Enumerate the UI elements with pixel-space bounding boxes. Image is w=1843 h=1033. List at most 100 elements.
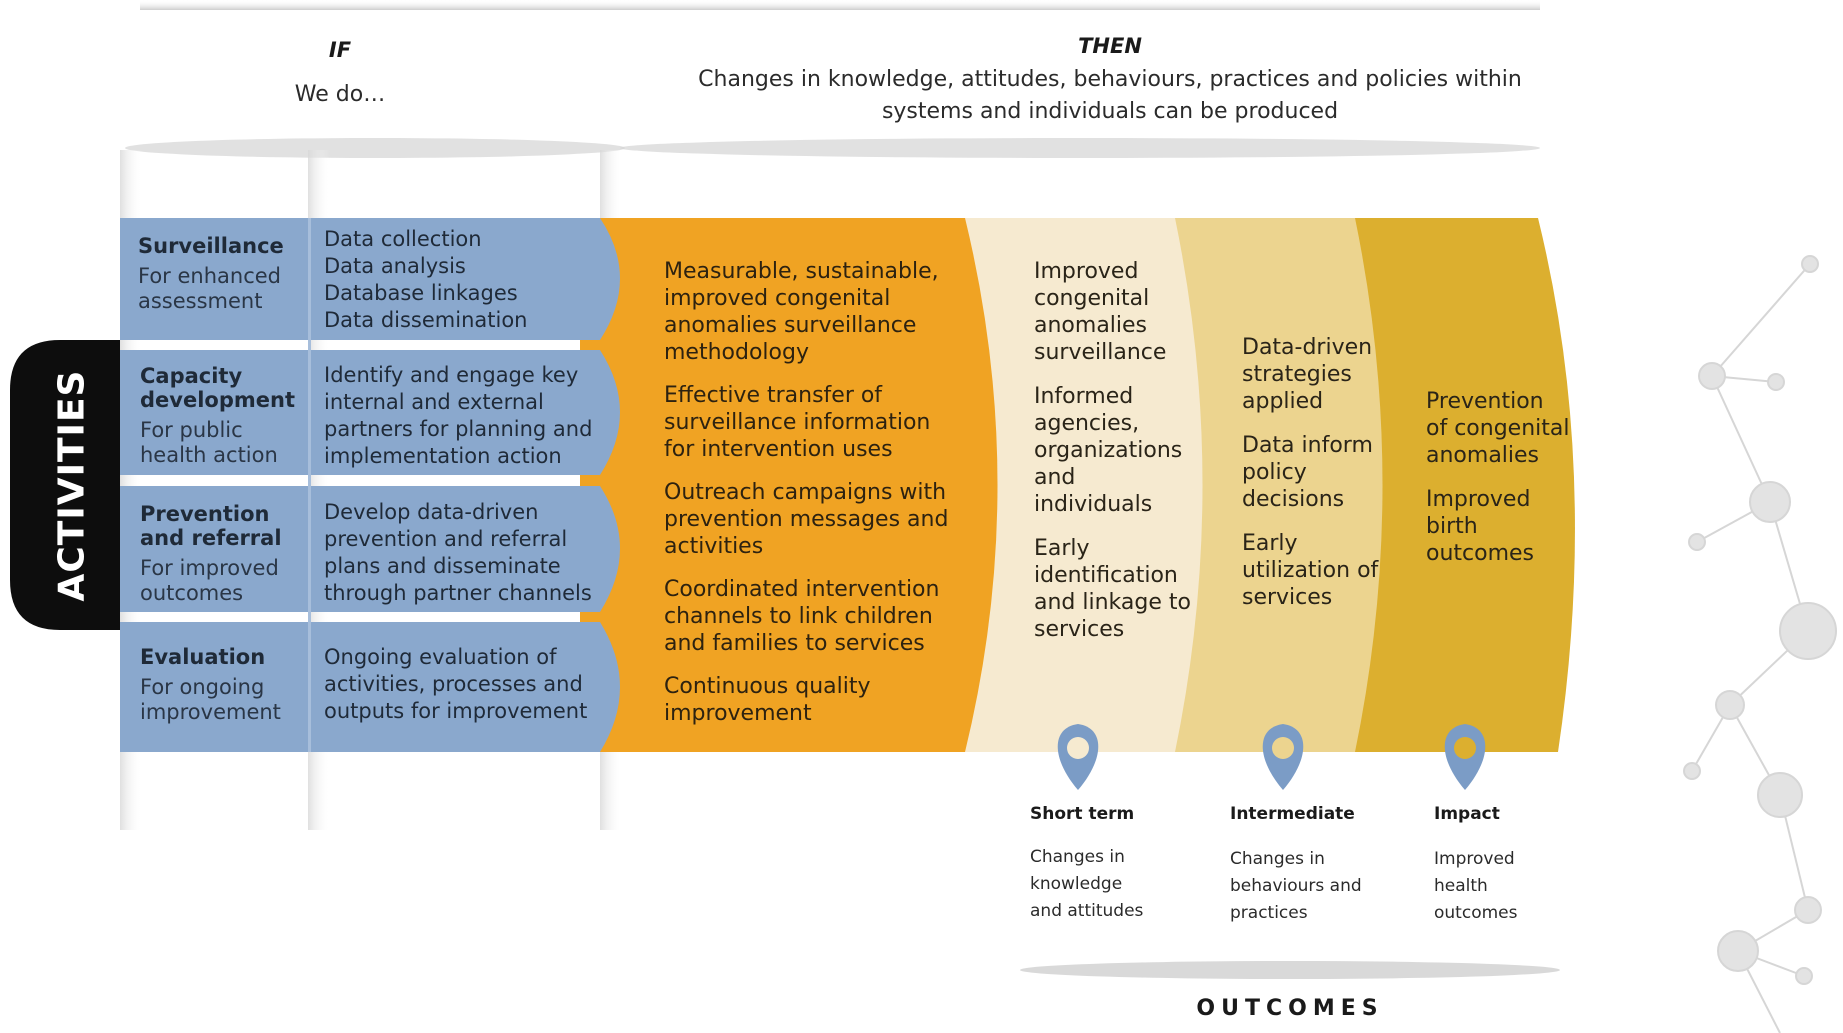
short-term-line: anomalies: [1034, 313, 1148, 338]
activity-title-line: development: [140, 388, 295, 412]
output-line: Continuous quality: [664, 674, 871, 699]
activity-surveillance-details: Data collection Data analysis Database l…: [324, 226, 604, 334]
intermediate-line: strategies: [1242, 362, 1352, 387]
activity-title-line: and referral: [140, 526, 282, 550]
activities-label: ACTIVITIES: [51, 369, 93, 601]
intermediate-line: Data inform: [1242, 433, 1373, 458]
network-decoration-icon: [1683, 255, 1837, 1033]
activity-subtitle-line: outcomes: [140, 581, 244, 605]
activity-prevention-referral-details: Develop data-driven prevention and refer…: [324, 499, 614, 607]
intermediate-line: policy: [1242, 460, 1307, 485]
output-item: Measurable, sustainable, improved congen…: [664, 258, 994, 366]
activity-row-bg: [120, 622, 620, 752]
activity-subtitle-line: improvement: [140, 700, 281, 724]
activity-row-bg: [120, 218, 620, 340]
short-term-line: Informed: [1034, 384, 1134, 409]
impact-item: Prevention of congenital anomalies: [1426, 388, 1576, 469]
output-line: activities: [664, 534, 764, 559]
outputs-column: Measurable, sustainable, improved congen…: [664, 258, 994, 743]
activity-col-divider: [308, 218, 311, 752]
output-line: anomalies surveillance: [664, 313, 917, 338]
short-term-line: Early: [1034, 536, 1090, 561]
impact-description: Improved health outcomes: [1434, 846, 1584, 927]
output-line: improved congenital: [664, 286, 891, 311]
activity-detail-line: activities, processes and: [324, 672, 583, 696]
activity-evaluation-details: Ongoing evaluation of activities, proces…: [324, 644, 614, 725]
activity-title: Evaluation: [140, 645, 266, 669]
short-term-band: [950, 218, 1203, 752]
short-term-line: Improved: [1034, 259, 1139, 284]
impact-line: outcomes: [1426, 541, 1535, 566]
activity-detail-line: prevention and referral: [324, 527, 568, 551]
activity-detail-line: plans and disseminate: [324, 554, 561, 578]
impact-line: of congenital: [1426, 416, 1570, 441]
intermediate-item: Data-driven strategies applied: [1242, 334, 1402, 415]
outcomes-label: OUTCOMES: [1196, 996, 1384, 1021]
outcome-description-line: outcomes: [1434, 903, 1518, 923]
short-term-marker: Short term Changes in knowledge and atti…: [1030, 804, 1190, 925]
activity-detail-line: Data collection: [324, 227, 482, 251]
intermediate-item: Data inform policy decisions: [1242, 432, 1402, 513]
short-term-title: Short term: [1030, 804, 1135, 824]
top-shadow: [140, 0, 1540, 10]
activity-detail-line: Develop data-driven: [324, 500, 539, 524]
short-term-line: agencies,: [1034, 411, 1140, 436]
activity-detail-line: partners for planning and: [324, 417, 593, 441]
activity-capacity-development: Capacity development For public health a…: [140, 364, 310, 468]
impact-line: Prevention: [1426, 389, 1544, 414]
outcome-description-line: Changes in: [1230, 849, 1325, 869]
activity-detail-line: Data dissemination: [324, 308, 528, 332]
output-line: and families to services: [664, 631, 925, 656]
outcomes-shadow: [1020, 961, 1560, 979]
outcome-description-line: Improved: [1434, 849, 1515, 869]
output-line: improvement: [664, 701, 812, 726]
activity-subtitle-line: For public: [140, 418, 243, 442]
short-term-item: Early identification and linkage to serv…: [1034, 535, 1214, 643]
output-line: channels to link children: [664, 604, 933, 629]
impact-line: anomalies: [1426, 443, 1540, 468]
then-description-line: Changes in knowledge, attitudes, behavio…: [698, 67, 1522, 92]
short-term-item: Informed agencies, organizations and ind…: [1034, 383, 1214, 518]
activity-detail-line: internal and external: [324, 390, 544, 414]
short-term-line: services: [1034, 617, 1125, 642]
outcome-description-line: Changes in: [1030, 847, 1125, 867]
activity-detail-line: Database linkages: [324, 281, 518, 305]
short-term-line: and linkage to: [1034, 590, 1191, 615]
short-term-item: Improved congenital anomalies surveillan…: [1034, 258, 1214, 366]
activity-detail-line: outputs for improvement: [324, 699, 588, 723]
outputs-band: [580, 218, 998, 752]
if-label: IF: [328, 38, 352, 62]
output-line: methodology: [664, 340, 809, 365]
short-term-line: organizations: [1034, 438, 1183, 463]
intermediate-title: Intermediate: [1230, 804, 1355, 824]
short-term-line: identification: [1034, 563, 1178, 588]
activity-detail-line: Identify and engage key: [324, 363, 579, 387]
output-line: Effective transfer of: [664, 383, 883, 408]
activity-subtitle: For improved outcomes: [140, 556, 310, 606]
output-line: Coordinated intervention: [664, 577, 940, 602]
activity-title: Capacity development: [140, 364, 310, 412]
activity-subtitle-line: For enhanced: [138, 264, 282, 288]
short-term-description: Changes in knowledge and attitudes: [1030, 844, 1190, 925]
activity-detail-line: Data analysis: [324, 254, 466, 278]
short-term-line: individuals: [1034, 492, 1153, 517]
activity-capacity-development-details: Identify and engage key internal and ext…: [324, 362, 614, 470]
if-header-shadow: [125, 138, 625, 158]
output-item: Outreach campaigns with prevention messa…: [664, 479, 994, 560]
activity-row-bg: [120, 350, 620, 475]
intermediate-item: Early utilization of services: [1242, 530, 1402, 611]
intermediate-line: applied: [1242, 389, 1324, 414]
activity-surveillance: Surveillance For enhanced assessment: [138, 234, 308, 314]
then-description: Changes in knowledge, attitudes, behavio…: [660, 64, 1560, 128]
impact-title: Impact: [1434, 804, 1500, 824]
then-description-line: systems and individuals can be produced: [881, 99, 1339, 124]
activity-title-line: Capacity: [140, 364, 243, 388]
output-line: prevention messages and: [664, 507, 949, 532]
short-term-column: Improved congenital anomalies surveillan…: [1034, 258, 1214, 660]
activity-subtitle: For public health action: [140, 418, 310, 468]
activity-row-backgrounds: [120, 218, 620, 752]
activity-subtitle-line: For ongoing: [140, 675, 265, 699]
output-line: surveillance information: [664, 410, 931, 435]
outcome-description-line: health: [1434, 876, 1488, 896]
